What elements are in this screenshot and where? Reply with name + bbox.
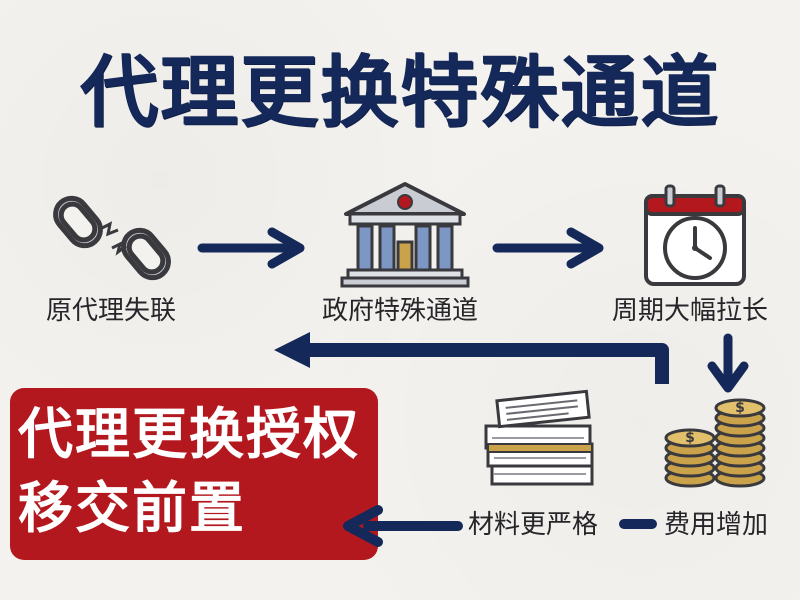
calendar-clock-icon bbox=[644, 184, 746, 286]
highlight-line-1: 代理更换授权 bbox=[18, 402, 361, 466]
step-label-lost-agent: 原代理失联 bbox=[46, 296, 177, 326]
svg-text:$: $ bbox=[735, 400, 745, 416]
broken-chain-icon bbox=[53, 195, 171, 281]
svg-text:$: $ bbox=[685, 430, 695, 446]
arrow-right-2 bbox=[492, 227, 604, 269]
connector-dash bbox=[619, 519, 657, 529]
arrow-right-1 bbox=[197, 227, 305, 269]
highlight-box bbox=[10, 388, 378, 560]
arrow-left-bottom bbox=[343, 505, 463, 547]
page-title: 代理更换特殊通道 bbox=[79, 48, 720, 138]
government-building-icon bbox=[340, 182, 470, 288]
coin-stacks-icon: $ $ bbox=[664, 398, 766, 488]
arrow-down bbox=[707, 333, 749, 393]
feedback-arrow bbox=[274, 332, 669, 384]
step-label-stricter-materials: 材料更严格 bbox=[468, 510, 599, 540]
document-stack-icon bbox=[484, 389, 594, 486]
step-label-fee-increase: 费用增加 bbox=[664, 510, 769, 540]
highlight-line-2: 移交前置 bbox=[18, 476, 247, 540]
step-label-special-channel: 政府特殊通道 bbox=[322, 296, 479, 326]
step-label-longer-cycle: 周期大幅拉长 bbox=[612, 296, 769, 326]
